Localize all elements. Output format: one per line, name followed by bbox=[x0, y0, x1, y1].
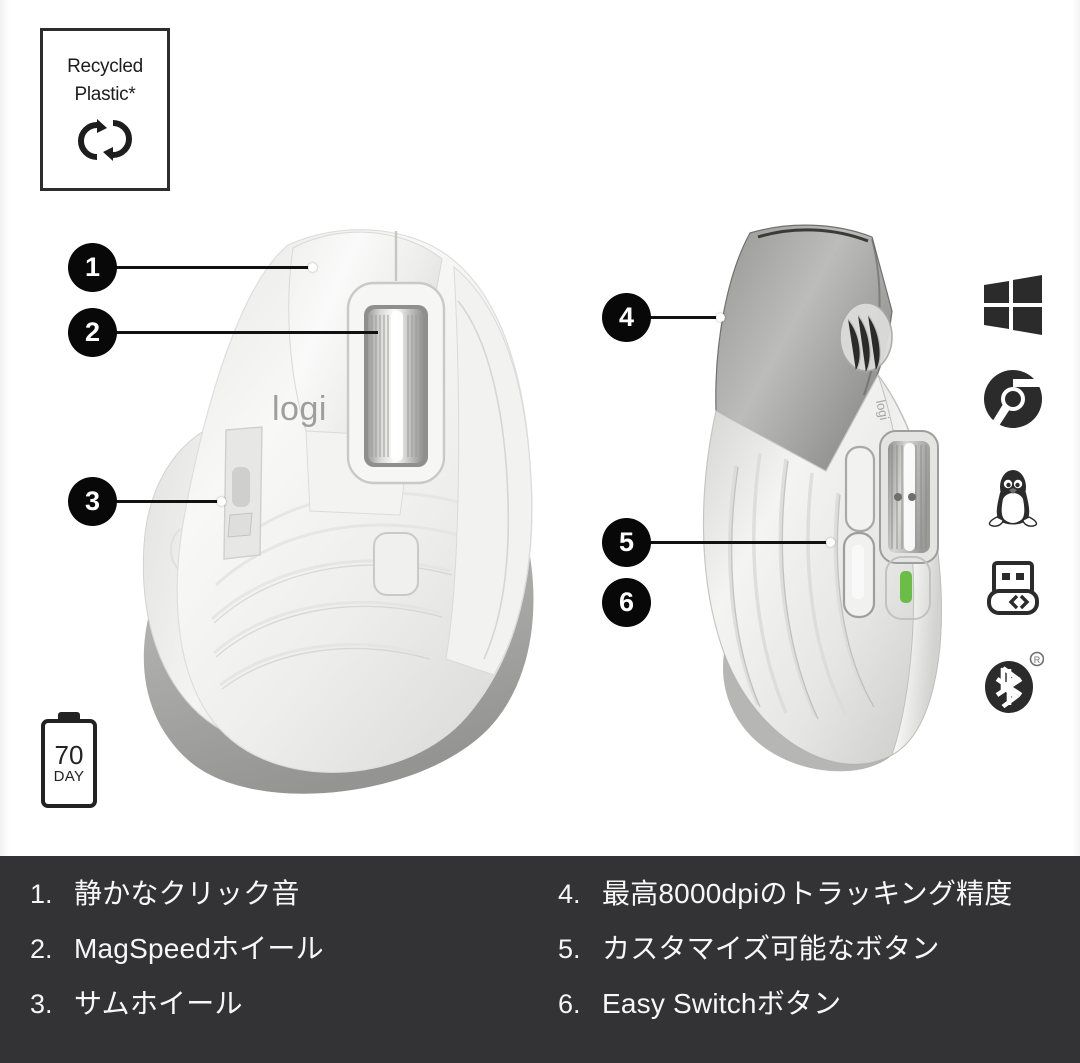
recycled-badge-line2: Plastic* bbox=[74, 83, 136, 105]
chrome-icon bbox=[984, 370, 1042, 429]
legend-number-4: 4. bbox=[558, 879, 581, 909]
legend-item-6: 6. Easy Switchボタン bbox=[558, 990, 1068, 1045]
legend-column-left: 1. 静かなクリック音 2. MagSpeedホイール 3. サムホイール bbox=[30, 880, 530, 1045]
recycling-arrows-icon bbox=[78, 118, 132, 161]
legend-label-4: 最高8000dpiのトラッキング精度 bbox=[602, 878, 1013, 909]
legend-item-4: 4. 最高8000dpiのトラッキング精度 bbox=[558, 880, 1068, 935]
legend-item-2: 2. MagSpeedホイール bbox=[30, 935, 530, 990]
callout-marker-3[interactable]: 3 bbox=[68, 477, 117, 526]
legend-label-5: カスタマイズ可能なボタン bbox=[602, 933, 940, 964]
callout-marker-2[interactable]: 2 bbox=[68, 308, 117, 357]
mouse-side-view-illustration: logi bbox=[702, 224, 942, 772]
callout-anchor-4 bbox=[716, 313, 725, 322]
bluetooth-icon: R bbox=[985, 651, 1044, 713]
legend-number-1: 1. bbox=[30, 879, 53, 909]
legend-number-2: 2. bbox=[30, 934, 53, 964]
callout-anchor-5 bbox=[826, 538, 835, 547]
callout-marker-1[interactable]: 1 bbox=[68, 243, 117, 292]
callout-anchor-3 bbox=[217, 497, 226, 506]
compatibility-icon-list: R bbox=[970, 275, 1056, 713]
legend-number-5: 5. bbox=[558, 934, 581, 964]
battery-days-unit: DAY bbox=[53, 767, 85, 785]
legend-label-1: 静かなクリック音 bbox=[74, 878, 300, 909]
legend-number-3: 3. bbox=[30, 989, 53, 1019]
callout-leader-5 bbox=[647, 541, 833, 544]
battery-days-value: 70 bbox=[54, 739, 84, 770]
legend-item-3: 3. サムホイール bbox=[30, 990, 530, 1045]
callout-anchor-1 bbox=[308, 263, 317, 272]
mouse-top-view-illustration: logi bbox=[142, 229, 534, 794]
battery-life-badge: 70 DAY bbox=[41, 712, 97, 808]
logi-logo-side: logi bbox=[873, 399, 892, 422]
callout-marker-5[interactable]: 5 bbox=[602, 518, 651, 567]
callout-leader-2 bbox=[113, 331, 378, 334]
legend-label-3: サムホイール bbox=[74, 988, 243, 1019]
legend-label-2: MagSpeedホイール bbox=[74, 933, 324, 964]
legend-item-1: 1. 静かなクリック音 bbox=[30, 880, 530, 935]
logi-logo: logi bbox=[272, 390, 327, 428]
callout-leader-4 bbox=[647, 316, 725, 319]
bluetooth-trademark-mark: R bbox=[1034, 655, 1041, 665]
battery-cap-icon bbox=[58, 712, 80, 719]
led-indicator bbox=[900, 571, 912, 603]
windows-icon bbox=[984, 275, 1042, 335]
product-photo-area: logi bbox=[0, 0, 1080, 856]
logi-bolt-usb-receiver-icon bbox=[987, 561, 1039, 615]
legend-label-6: Easy Switchボタン bbox=[602, 988, 842, 1019]
battery-icon: 70 DAY bbox=[41, 719, 97, 808]
recycled-badge-line1: Recycled bbox=[67, 56, 143, 78]
feature-legend-band: 1. 静かなクリック音 2. MagSpeedホイール 3. サムホイール 4.… bbox=[0, 856, 1080, 1063]
recycled-plastic-badge: Recycled Plastic* bbox=[40, 28, 170, 191]
legend-number-6: 6. bbox=[558, 989, 581, 1019]
callout-marker-6[interactable]: 6 bbox=[602, 578, 651, 627]
callout-leader-1 bbox=[113, 266, 315, 269]
legend-column-right: 4. 最高8000dpiのトラッキング精度 5. カスタマイズ可能なボタン 6.… bbox=[558, 880, 1068, 1045]
linux-tux-icon bbox=[988, 470, 1038, 527]
callout-leader-3 bbox=[113, 500, 223, 503]
legend-item-5: 5. カスタマイズ可能なボタン bbox=[558, 935, 1068, 990]
callout-marker-4[interactable]: 4 bbox=[602, 293, 651, 342]
